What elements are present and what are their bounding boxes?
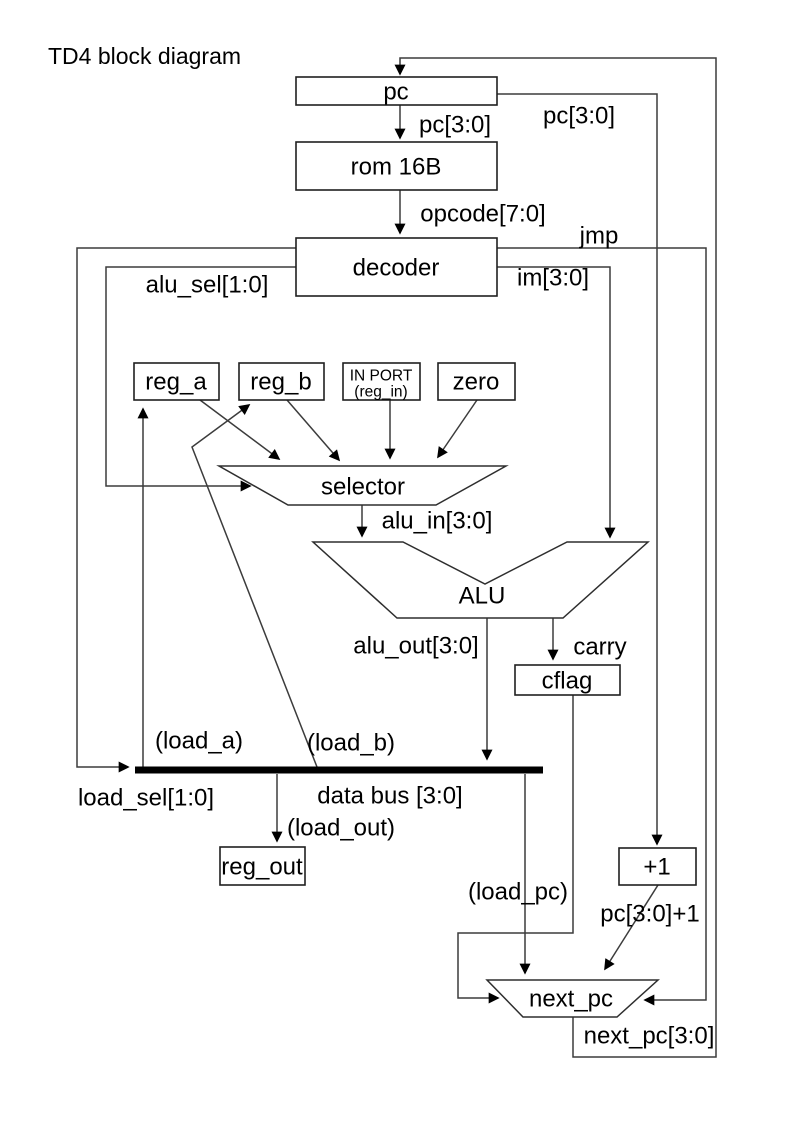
wire-alu-sel: [105, 266, 296, 492]
diagram-title: TD4 block diagram: [48, 43, 241, 69]
reg-out-label: reg_out: [221, 854, 303, 881]
selector-label: selector: [321, 474, 405, 501]
zero-box: [437, 362, 516, 401]
in-port-box: [342, 362, 421, 401]
signal-pc-out-label: pc[3:0]: [419, 112, 491, 139]
decoder-label: decoder: [353, 255, 440, 282]
in-port-label-line1: IN PORT: [350, 368, 413, 385]
in-port-label-line2: (reg_in): [354, 384, 407, 401]
wire-pc-plus-one-to-next-pc: [604, 884, 659, 971]
alu-shape: [311, 541, 650, 619]
reg-a-label: reg_a: [145, 369, 207, 396]
signal-alu-sel-label: alu_sel[1:0]: [146, 272, 269, 299]
reg-a-box: [133, 362, 220, 401]
rom-box: [295, 141, 498, 191]
next-pc-shape: [485, 979, 660, 1018]
decoder-box: [295, 237, 498, 297]
wire-zero-to-selector: [437, 399, 478, 459]
wire-load-sel: [76, 247, 296, 773]
pc-box: [295, 76, 498, 106]
wire-cflag-to-next-pc: [457, 695, 574, 1004]
plus-one-box: [618, 847, 697, 886]
signal-load-sel-label: load_sel[1:0]: [78, 785, 214, 812]
wire-jmp: [497, 247, 707, 1006]
zero-label: zero: [453, 369, 500, 396]
selector-shape: [216, 465, 509, 506]
reg-b-box: [238, 362, 325, 401]
signal-load-a-label: (load_a): [155, 728, 243, 755]
plus-one-label: +1: [643, 854, 670, 881]
signal-data-bus-label: data bus [3:0]: [317, 783, 462, 810]
rom-label: rom 16B: [351, 154, 442, 181]
wire-pc-to-plus-one: [497, 93, 663, 846]
signal-alu-out-label: alu_out[3:0]: [353, 633, 478, 660]
reg-b-label: reg_b: [250, 369, 311, 396]
signal-pc-out-right-label: pc[3:0]: [543, 103, 615, 130]
signal-load-b-label: (load_b): [307, 730, 395, 757]
wire-reg-a-to-selector: [199, 399, 281, 460]
cflag-label: cflag: [542, 668, 593, 695]
signal-im-label: im[3:0]: [517, 265, 589, 292]
signal-carry-label: carry: [573, 634, 626, 661]
wire-next-pc-feedback: [394, 57, 717, 1058]
signal-load-out-label: (load_out): [287, 815, 395, 842]
wire-load-b: [191, 404, 318, 768]
signal-alu-in-label: alu_in[3:0]: [382, 508, 493, 535]
signal-pc-plus-one-label: pc[3:0]+1: [600, 901, 699, 928]
next-pc-label: next_pc: [529, 986, 613, 1013]
pc-label: pc: [383, 79, 408, 106]
wire-reg-b-to-selector: [286, 399, 341, 462]
reg-out-box: [219, 846, 306, 886]
signal-load-pc-label: (load_pc): [468, 879, 568, 906]
alu-label: ALU: [459, 583, 506, 610]
wire-im: [497, 266, 616, 539]
cflag-box: [514, 664, 621, 696]
signal-next-pc-out-label: next_pc[3:0]: [584, 1023, 715, 1050]
signal-jmp-label: jmp: [579, 223, 619, 250]
signal-opcode-label: opcode[7:0]: [420, 201, 545, 228]
